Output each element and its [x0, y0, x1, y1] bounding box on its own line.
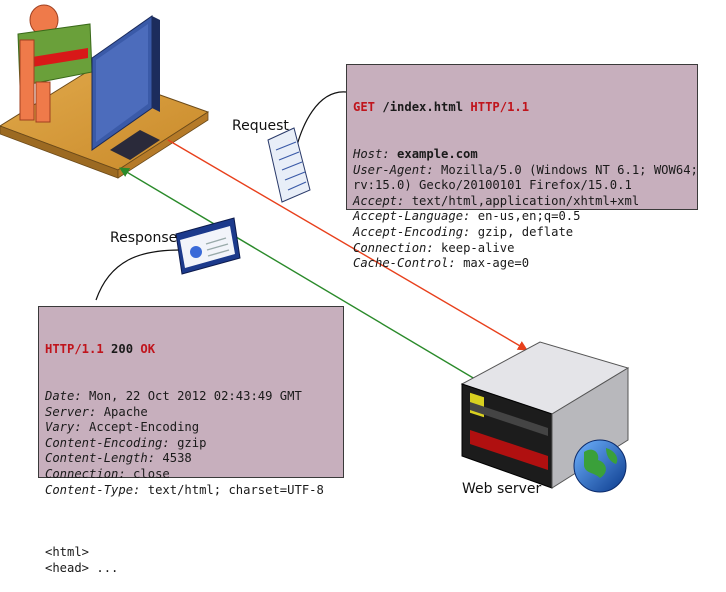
request-header-line: rv:15.0) Gecko/20100101 Firefox/15.0.1	[353, 178, 691, 194]
response-header-line: Content-Length: 4538	[45, 451, 337, 467]
request-header-value: gzip, deflate	[470, 224, 574, 239]
response-body-line: <html>	[45, 544, 90, 559]
response-header-value: Mon, 22 Oct 2012 02:43:49 GMT	[81, 388, 302, 403]
response-header-name: Date:	[45, 388, 82, 403]
response-header-line: Connection: close	[45, 467, 337, 483]
response-header-value: gzip	[169, 435, 207, 450]
request-header-line: Connection: keep-alive	[353, 241, 691, 257]
request-header-line: Cache-Control: max-age=0	[353, 256, 691, 272]
request-header-line: Host: example.com	[353, 147, 691, 163]
request-header-line: Accept: text/html,application/xhtml+xml	[353, 194, 691, 210]
request-label: Request	[232, 118, 289, 134]
response-header-value: close	[125, 466, 170, 481]
request-header-value: text/html,application/xhtml+xml	[404, 193, 640, 208]
document-icon	[267, 127, 311, 203]
request-header-value: en-us,en;q=0.5	[470, 209, 581, 224]
request-protocol: HTTP/1.1	[470, 100, 530, 115]
request-arrow	[167, 139, 528, 351]
client-computer-icon	[0, 4, 210, 179]
webpage-icon	[175, 217, 241, 275]
response-connector	[95, 249, 181, 301]
request-header-name: Accept-Language:	[353, 209, 471, 224]
response-body-line: <head> ...	[45, 560, 119, 575]
response-header-value: Accept-Encoding	[81, 420, 200, 435]
server-icon	[460, 341, 630, 489]
response-header-line: Date: Mon, 22 Oct 2012 02:43:49 GMT	[45, 389, 337, 405]
response-header-value: text/html; charset=UTF-8	[140, 482, 324, 497]
request-header-value: Mozilla/5.0 (Windows NT 6.1; WOW64;	[433, 162, 698, 177]
request-method: GET	[353, 100, 376, 115]
request-header-name: Accept-Encoding:	[353, 224, 471, 239]
response-header-name: Connection:	[45, 466, 126, 481]
request-header-name: Accept:	[353, 193, 405, 208]
response-header-name: Vary:	[45, 420, 82, 435]
request-header-name: User-Agent:	[353, 162, 434, 177]
response-header-line: Content-Type: text/html; charset=UTF-8	[45, 483, 337, 499]
status-line: HTTP/1.1 200 OK	[45, 342, 337, 358]
response-label: Response	[110, 230, 178, 246]
request-header-value: example.com	[389, 146, 478, 161]
response-header-name: Content-Length:	[45, 451, 156, 466]
response-protocol: HTTP/1.1	[45, 342, 104, 357]
response-header-line: Server: Apache	[45, 405, 337, 421]
response-header-value: 4538	[155, 451, 192, 466]
response-header-name: Server:	[45, 404, 97, 419]
response-body-line	[45, 529, 337, 545]
request-header-value: rv:15.0) Gecko/20100101 Firefox/15.0.1	[353, 178, 632, 193]
response-code: 200	[103, 342, 141, 357]
response-header-line: Vary: Accept-Encoding	[45, 420, 337, 436]
response-arrow	[119, 167, 481, 383]
request-header-value: max-age=0	[455, 256, 530, 271]
response-body: <html><head> ...	[45, 529, 337, 576]
request-header-name: Host:	[353, 146, 390, 161]
web-server-label: Web server	[462, 481, 542, 497]
response-header-line: Content-Encoding: gzip	[45, 436, 337, 452]
request-header-line: User-Agent: Mozilla/5.0 (Windows NT 6.1;…	[353, 162, 698, 179]
response-message: HTTP/1.1 200 OK Date: Mon, 22 Oct 2012 0…	[38, 306, 344, 575]
request-line: GET /index.html HTTP/1.1	[353, 100, 691, 116]
response-header-name: Content-Encoding:	[45, 435, 170, 450]
request-message: GET /index.html HTTP/1.1 Host: example.c…	[346, 64, 698, 270]
http-diagram	[0, 4, 630, 493]
globe-icon	[573, 439, 627, 493]
request-header-line: Accept-Encoding: gzip, deflate	[353, 225, 691, 241]
request-header-value: keep-alive	[433, 240, 515, 255]
request-header-name: Connection:	[353, 240, 434, 255]
request-path: /index.html	[375, 100, 471, 115]
request-header-name: Cache-Control:	[353, 256, 456, 271]
response-header-name: Content-Type:	[45, 482, 141, 497]
request-header-line: Accept-Language: en-us,en;q=0.5	[353, 209, 691, 225]
response-header-value: Apache	[96, 404, 148, 419]
response-status: OK	[140, 342, 156, 357]
